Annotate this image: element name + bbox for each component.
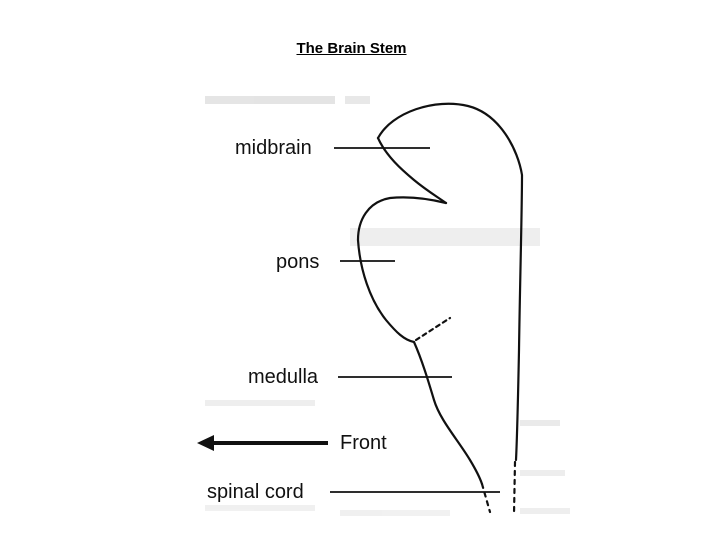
faint-background-marks xyxy=(205,96,570,516)
brain-stem-outline xyxy=(356,102,524,516)
label-pons: pons xyxy=(276,251,319,273)
leader-lines xyxy=(330,147,500,493)
slide-title: The Brain Stem xyxy=(296,40,407,57)
label-front: Front xyxy=(340,432,387,454)
front-arrow xyxy=(197,435,328,451)
label-spinal-cord: spinal cord xyxy=(207,481,304,503)
label-medulla: medulla xyxy=(248,366,319,388)
label-midbrain: midbrain xyxy=(235,137,312,159)
